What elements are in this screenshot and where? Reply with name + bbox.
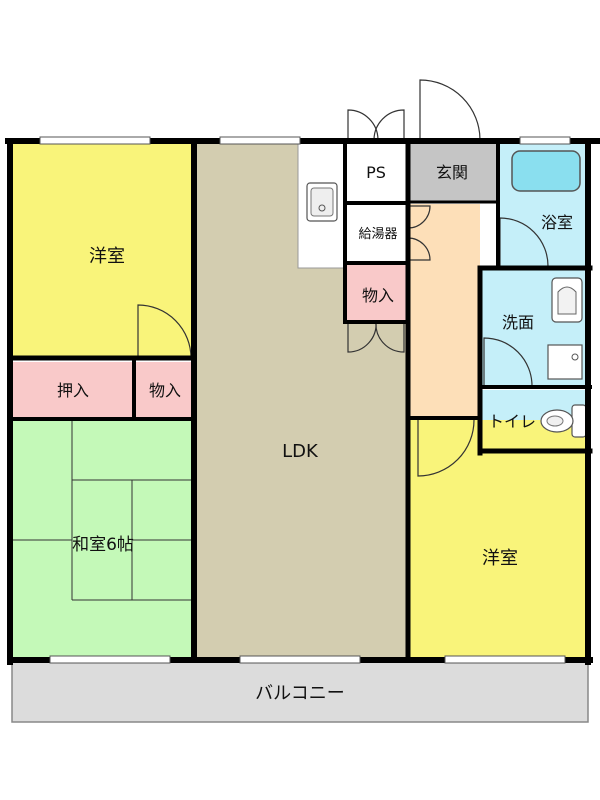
label-water-heater: 給湯器 — [358, 227, 397, 242]
washbasin-icon — [551, 277, 583, 323]
toilet-icon — [540, 404, 587, 438]
door-swings — [137, 79, 549, 477]
label-bathroom: 浴室 — [541, 213, 573, 232]
label-balcony: バルコニー — [255, 683, 345, 704]
windows — [39, 136, 571, 664]
label-western-room-top-left: 洋室 — [89, 246, 125, 267]
entrance-area — [410, 143, 496, 201]
ps-closet — [346, 143, 406, 201]
western-room-top-left — [12, 143, 192, 358]
kitchen-sink-icon — [306, 182, 338, 222]
washing-machine-icon — [547, 344, 583, 380]
label-closet-oshiire: 押入 — [57, 381, 89, 400]
bathtub-icon — [511, 150, 581, 192]
label-storage-left: 物入 — [149, 381, 181, 400]
label-ps: PS — [366, 163, 386, 182]
label-toilet: トイレ — [488, 412, 536, 431]
label-western-room-right: 洋室 — [482, 548, 518, 569]
storage-left — [136, 362, 192, 417]
balcony-area — [11, 661, 589, 723]
water-heater-area — [346, 204, 406, 262]
tatami-lines — [12, 420, 192, 601]
label-washroom: 洗面 — [502, 313, 534, 332]
hallway — [410, 204, 480, 416]
label-japanese-room: 和室6帖 — [72, 535, 134, 555]
label-ldk: LDK — [282, 441, 319, 462]
japanese-room — [12, 420, 192, 658]
western-room-right — [410, 420, 588, 658]
storage-center — [346, 265, 406, 320]
closet-oshiire — [12, 362, 132, 417]
label-entrance: 玄関 — [436, 163, 468, 182]
label-storage-center: 物入 — [362, 286, 394, 305]
